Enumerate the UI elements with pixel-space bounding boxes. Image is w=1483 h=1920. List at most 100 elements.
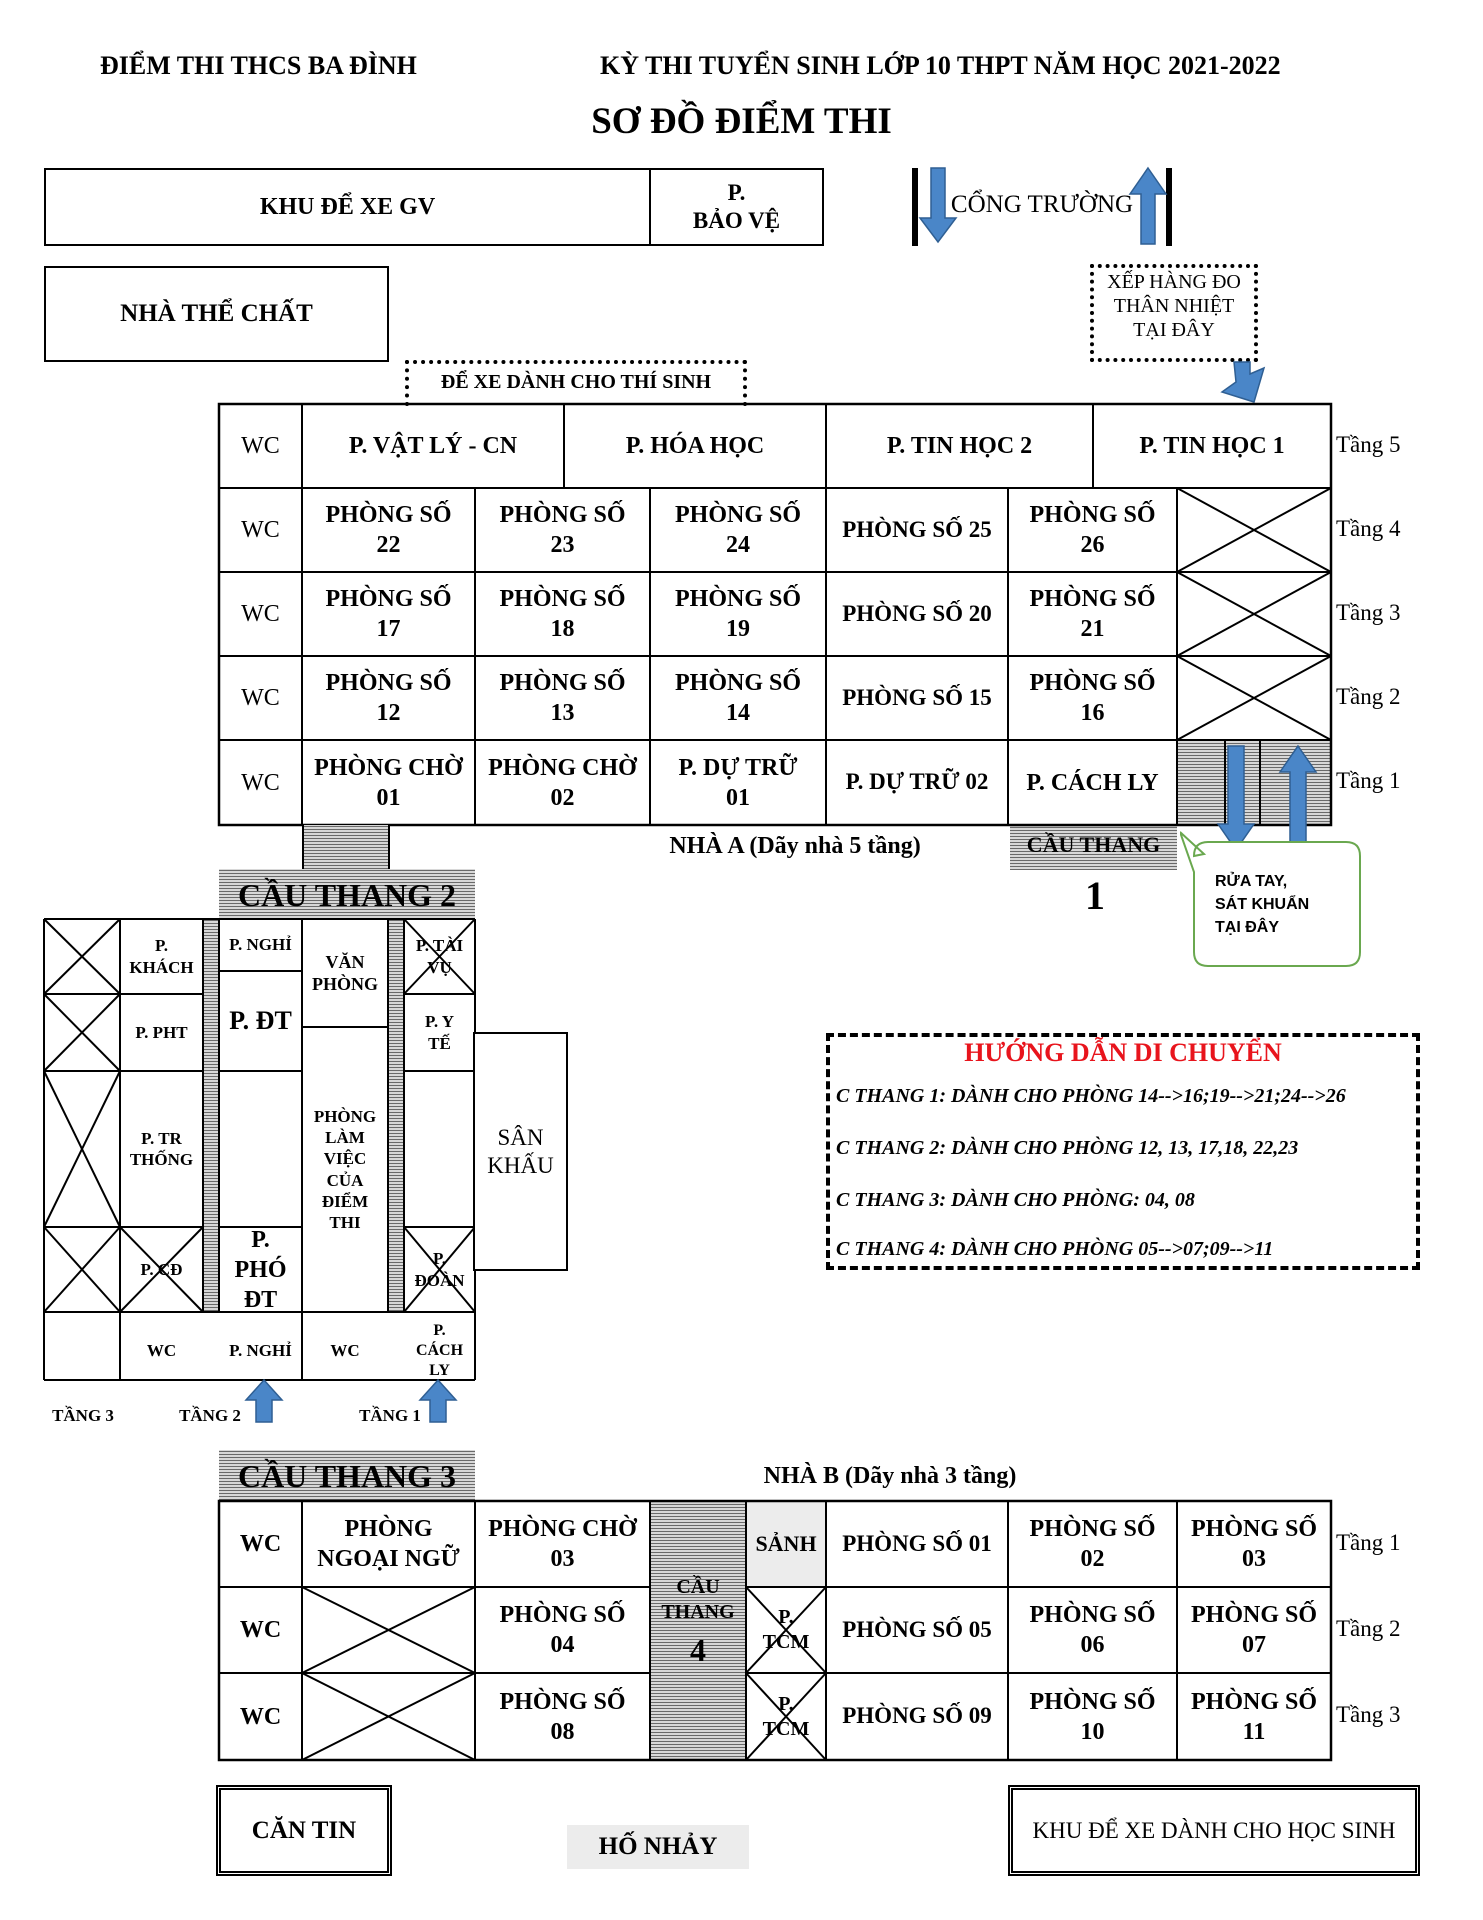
youth-union-room: P. ĐOÀN [414,1249,465,1290]
room-01: PHÒNG SỐ 01 [842,1530,992,1556]
student-parking-zone-label: ĐỂ XE DÀNH CHO THÍ SINH [440,371,712,393]
room-05: PHÒNG SỐ 05 [842,1616,992,1642]
canteen: CĂN TIN [216,1785,392,1876]
room-06: PHÒNG SỐ 06 [1029,1602,1156,1658]
a-physics-room: P. VẬT LÝ - CN [348,433,518,459]
stairs-2-banner [219,869,475,919]
middle-floor-row [45,1313,474,1379]
middle-corridor-left [203,919,219,1380]
guide-line-3: C THANG 3: DÀNH CHO PHÒNG: 04, 08 [836,1189,1195,1211]
stairs-4-label: CẦU THANG [661,1576,735,1623]
gate-right-post [1166,168,1172,246]
wash-note-text: RỬA TAY, SÁT KHUẨN TẠI ĐÂY [1215,873,1310,937]
stairs-4-number: 4 [690,1632,706,1668]
stairs-3-label: CẦU THANG 3 [237,1458,457,1494]
b-f3-wc: WC [239,1703,282,1730]
exam-name: KỲ THI TUYỂN SINH LỚP 10 THPT NĂM HỌC 20… [600,51,1281,80]
principal-room: P. TR THỐNG [129,1128,194,1169]
room-11: PHÒNG SỐ 11 [1190,1688,1317,1745]
room-20: PHÒNG SỐ 20 [842,600,992,626]
a-f3-wc: WC [241,601,280,627]
rest-room-1: P. NGHỈ [229,935,292,955]
room-19: PHÒNG SỐ 19 [674,586,801,642]
gate-down-arrow-icon [918,167,958,244]
a-floor1-label: Tầng 1 [1336,768,1401,793]
building-a-caption: NHÀ A (Dãy nhà 5 tầng) [669,833,921,859]
room-08: PHÒNG SỐ 08 [499,1688,626,1745]
room-09: PHÒNG SỐ 09 [842,1703,992,1729]
room-07: PHÒNG SỐ 07 [1190,1602,1317,1658]
middle-floor3-label: TẦNG 3 [52,1406,114,1425]
training-room: P. ĐT [229,1005,292,1035]
lobby: SẢNH [755,1531,817,1557]
sand-pit: HỐ NHẢY [567,1825,749,1869]
foreign-language-room: PHÒNG NGOẠI NGỮ [317,1516,460,1572]
room-14: PHÒNG SỐ 14 [674,670,801,726]
room-21: PHÒNG SỐ 21 [1029,586,1156,642]
b-floor3-label: Tầng 3 [1336,1702,1401,1727]
student-parking-zone [405,360,747,406]
a-f1-wc: WC [241,769,280,796]
stairs-1-label: CẦU THANG [1026,832,1161,857]
teacher-parking: KHU ĐỂ XE GV [44,168,651,246]
finance-room: P. TÀI VỤ [415,936,464,977]
middle-floor-row-lines [44,1311,476,1380]
stairs-1-landing [1010,825,1177,870]
vice-training-room: P. PHÓ ĐT [234,1226,287,1313]
cd-room: P. CĐ [140,1259,183,1279]
b-f2-wc: WC [239,1617,282,1643]
room-24: PHÒNG SỐ 24 [674,502,801,558]
temp-check-arrow-icon [1220,361,1266,403]
student-parking: KHU ĐỂ XE DÀNH CHO HỌC SINH [1008,1785,1420,1876]
guide-line-4: C THANG 4: DÀNH CHO PHÒNG 05-->07;09-->1… [836,1238,1274,1260]
middle-corridor-right [388,919,404,1380]
stairs-1-down-arrow-icon [1216,745,1256,852]
map-title: SƠ ĐỒ ĐIỂM THI [591,101,892,142]
guest-room: P. KHÁCH [129,936,194,977]
temperature-check-zone [1090,264,1258,362]
building-b-caption: NHÀ B (Dãy nhà 3 tầng) [763,1463,1017,1489]
medical-room: P. Y TẾ [425,1012,454,1053]
a-floor5-label: Tầng 5 [1336,432,1401,457]
floor2-up-arrow-icon [244,1378,284,1423]
room-18: PHÒNG SỐ 18 [499,586,626,642]
stairs-3-banner [219,1450,475,1500]
reserve-room-01: P. DỰ TRỮ 01 [678,754,798,811]
room-26: PHÒNG SỐ 26 [1029,502,1156,558]
a-f2-wc: WC [241,685,280,711]
stairs-2-connector [302,825,390,869]
room-10: PHÒNG SỐ 10 [1029,1688,1156,1745]
a-floor2-label: Tầng 2 [1336,684,1401,709]
a-chemistry-room: P. HÓA HỌC [625,433,765,459]
vice-principal-room: P. PHT [135,1022,188,1042]
b-floor1-label: Tầng 1 [1336,1530,1401,1555]
gate-label: CỔNG TRƯỜNG [950,191,1134,218]
movement-guide-box [826,1033,1420,1270]
movement-guide-title: HƯỚNG DẪN DI CHUYỂN [964,1038,1282,1067]
middle-floor2-label: TẦNG 2 [179,1406,241,1425]
room-04: PHÒNG SỐ 04 [499,1602,626,1658]
stage: SÂN KHẤU [473,1032,568,1271]
room-22: PHÒNG SỐ 22 [325,502,452,558]
stairs-1-number: 1 [1085,873,1105,918]
room-17: PHÒNG SỐ 17 [325,586,452,642]
waiting-room-03: PHÒNG CHỜ 03 [488,1516,637,1572]
reserve-room-02: P. DỰ TRỮ 02 [845,769,989,795]
b-floor2-label: Tầng 2 [1336,1616,1401,1641]
gate-left-post [912,168,918,246]
school-name: ĐIỂM THI THCS BA ĐÌNH [100,51,417,80]
room-25: PHÒNG SỐ 25 [842,516,992,542]
tcm-room-1: P. TCM [762,1606,810,1653]
middle-wc-left-cell: WC [146,1341,177,1361]
gym: NHÀ THỂ CHẤT [44,266,389,362]
lobby-shade [746,1501,826,1587]
isolation-room-a: P. CÁCH LY [1026,769,1159,796]
isolation-room-middle: P. CÁCH LY [415,1322,464,1379]
stairs-4-shaft [650,1501,746,1760]
a-f4-wc: WC [241,517,280,543]
guard-room: P. BẢO VỆ [649,168,824,246]
guide-line-1: C THANG 1: DÀNH CHO PHÒNG 14-->16;19-->2… [836,1085,1346,1107]
a-floor4-label: Tầng 4 [1336,516,1401,541]
room-02: PHÒNG SỐ 02 [1029,1516,1156,1572]
